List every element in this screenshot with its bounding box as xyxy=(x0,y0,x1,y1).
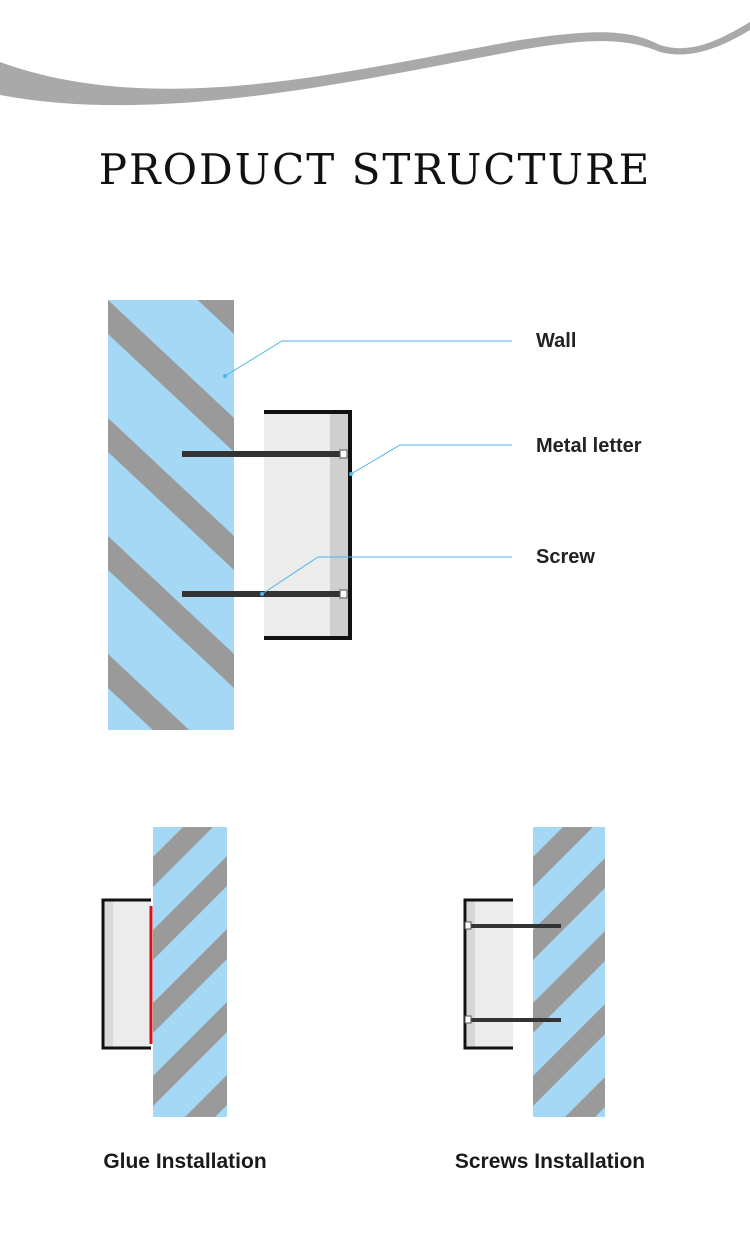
glue-metal-letter xyxy=(101,898,151,1050)
leader-metal-letter xyxy=(349,444,512,476)
glue-wall xyxy=(153,827,227,1117)
caption-screws-installation: Screws Installation xyxy=(454,1150,646,1173)
main-metal-letter xyxy=(264,410,352,640)
screws-fasteners xyxy=(464,921,561,1024)
leader-wall xyxy=(223,340,512,378)
caption-glue-installation: Glue Installation xyxy=(103,1150,267,1173)
page-title: PRODUCT STRUCTURE xyxy=(98,145,652,194)
label-screw: Screw xyxy=(536,546,595,568)
screws-wall xyxy=(533,827,605,1117)
decorative-wave xyxy=(0,22,750,106)
screws-metal-letter xyxy=(463,898,513,1050)
leader-screw xyxy=(260,556,512,596)
label-metal-letter: Metal letter xyxy=(536,435,642,457)
main-wall xyxy=(108,300,234,730)
label-wall: Wall xyxy=(536,330,576,352)
